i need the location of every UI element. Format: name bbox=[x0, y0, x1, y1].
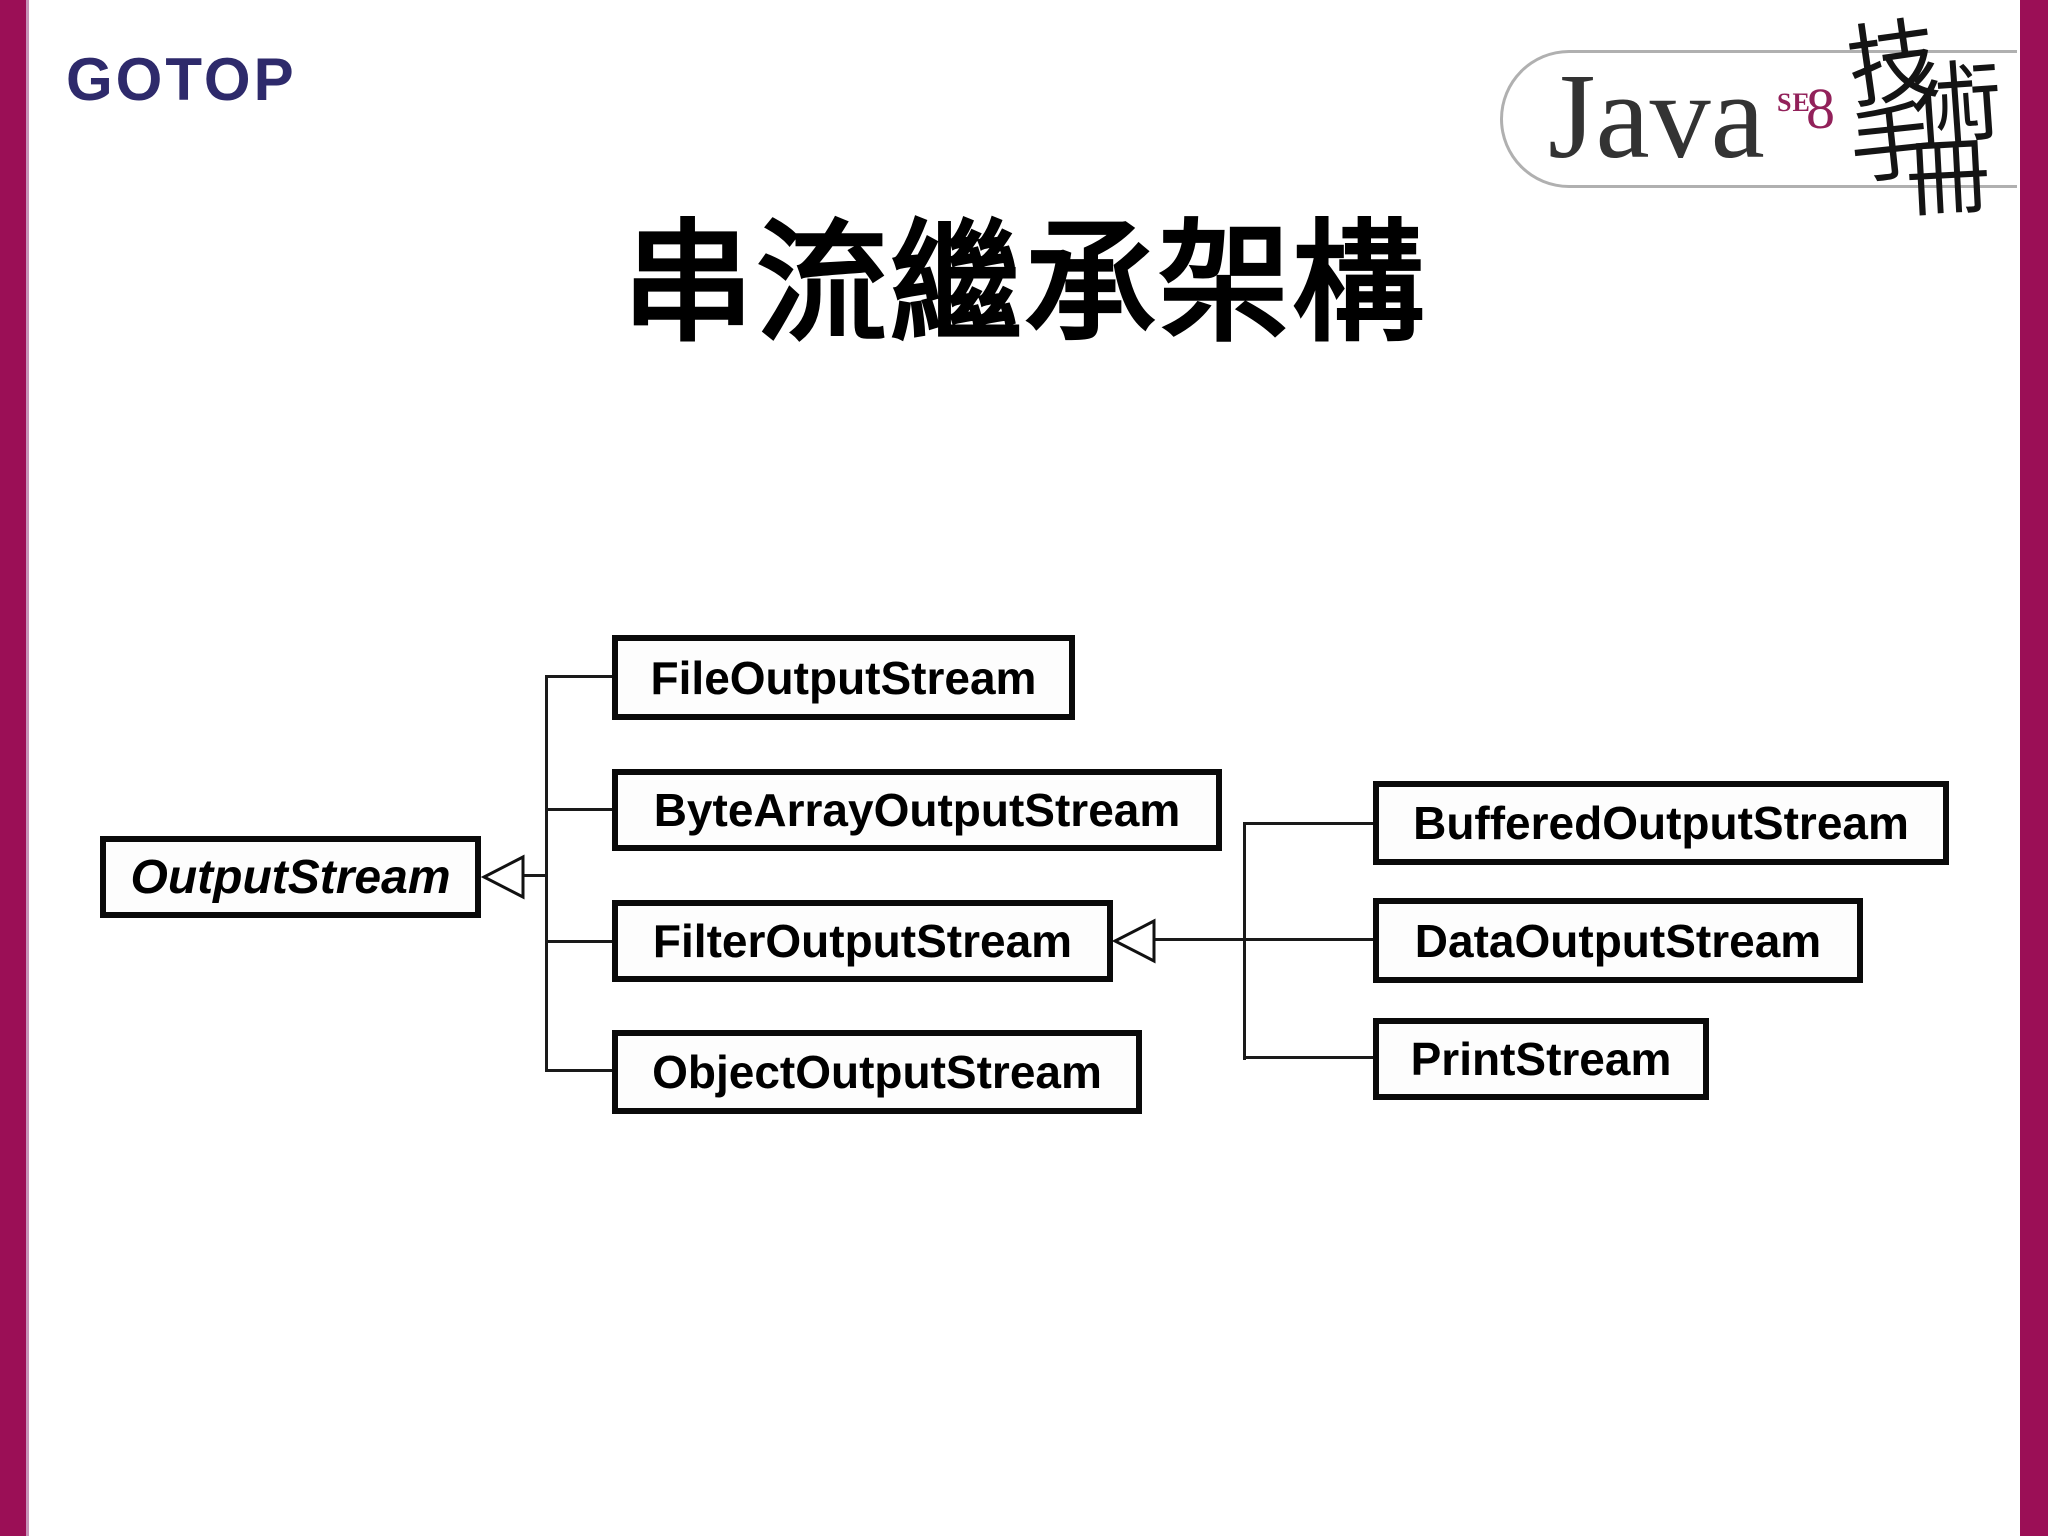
class-box-bytearrayoutputstream: ByteArrayOutputStream bbox=[612, 769, 1222, 851]
class-box-objectoutputstream: ObjectOutputStream bbox=[612, 1030, 1142, 1114]
class-box-outputstream: OutputStream bbox=[100, 836, 481, 918]
edge-left-trunk bbox=[545, 675, 548, 1072]
class-box-filteroutputstream: FilterOutputStream bbox=[612, 900, 1113, 982]
left-accent-bar bbox=[0, 0, 29, 1536]
inheritance-arrow-outputstream-icon bbox=[481, 854, 525, 900]
java-se-label: SE bbox=[1777, 88, 1811, 117]
class-box-bufferedoutputstream: BufferedOutputStream bbox=[1373, 781, 1949, 865]
class-box-dataoutputstream: DataOutputStream bbox=[1373, 898, 1863, 983]
edge-right-trunk bbox=[1243, 822, 1246, 1060]
edge-stub-bytearrayoutputstream bbox=[548, 808, 612, 811]
class-box-fileoutputstream: FileOutputStream bbox=[612, 635, 1075, 720]
page-title: 串流繼承架構 bbox=[622, 206, 1426, 361]
logo-capsule-outline bbox=[1500, 50, 2017, 188]
edge-outputstream-link bbox=[522, 874, 547, 877]
right-accent-bar bbox=[2020, 0, 2048, 1536]
edge-stub-fileoutputstream bbox=[548, 675, 612, 678]
edge-stub-bufferedoutputstream bbox=[1246, 822, 1373, 825]
edge-stub-printstream bbox=[1246, 1056, 1373, 1059]
edge-stub-objectoutputstream bbox=[548, 1069, 612, 1072]
gotop-publisher-logo: GOTOP bbox=[66, 46, 297, 113]
edge-filteroutputstream-link bbox=[1153, 938, 1373, 941]
edge-stub-filteroutputstream bbox=[548, 940, 612, 943]
java-logo-text: Java bbox=[1548, 49, 1765, 184]
java-edition-number: 8 bbox=[1806, 76, 1835, 141]
class-box-printstream: PrintStream bbox=[1373, 1018, 1709, 1100]
inheritance-arrow-filteroutputstream-icon bbox=[1112, 918, 1156, 964]
